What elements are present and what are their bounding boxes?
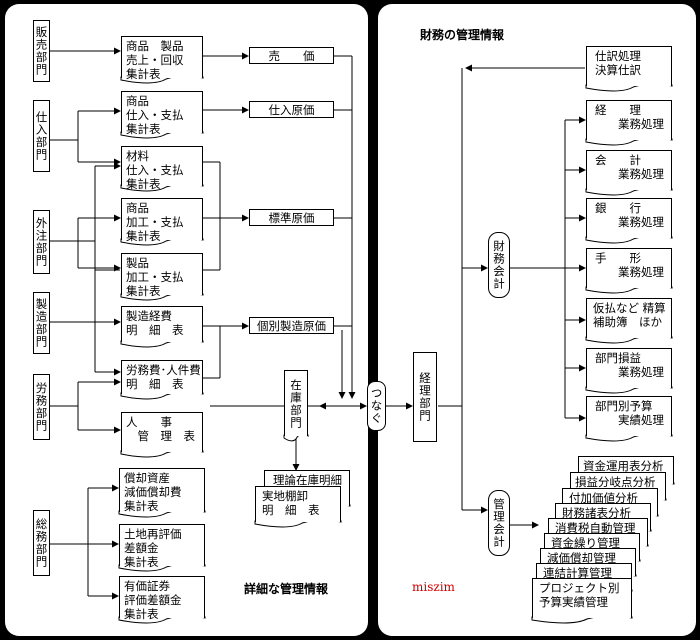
doc-project-budget: プロジェクト別 予算実績管理 <box>532 578 632 618</box>
doc-securities: 有価証券 評価差額金 集計表 <box>119 576 205 621</box>
dept-outsource: 外注部門 <box>33 210 50 274</box>
doc-labor-cost: 労務費･人件費 明 細 表 <box>121 360 203 394</box>
label-purchase-cost: 仕入原価 <box>249 101 334 118</box>
label-sales-price: 売 価 <box>249 47 334 64</box>
doc-material-purchase: 材料 仕入・支払 集計表 <box>121 146 203 191</box>
label-standard-cost: 標準原価 <box>249 209 334 226</box>
doc-dept-profit: 部門損益 業務処理 <box>586 348 672 388</box>
dept-labor: 労務部門 <box>33 374 50 440</box>
dept-manufacturing: 製造部門 <box>33 292 50 354</box>
dept-financial-accounting: 財務会計 <box>488 232 510 298</box>
doc-sales-collection: 商品 製品 売上・回収 集計表 <box>121 36 203 81</box>
doc-dept-budget: 部門別予算 実績処理 <box>586 396 672 436</box>
dept-purchase: 仕入部門 <box>33 100 50 172</box>
doc-journal: 仕訳処理 決算仕訳 <box>586 46 672 86</box>
doc-manufacturing-expense: 製造経費 明 細 表 <box>121 306 203 342</box>
doc-land-revaluation: 土地再評価 差額金 集計表 <box>119 524 205 569</box>
label-individual-cost: 個別製造原価 <box>249 317 334 334</box>
doc-accounting-ops: 経 理 業務処理 <box>586 100 672 140</box>
doc-note-ops: 手 形 業務処理 <box>586 248 672 288</box>
doc-depreciation: 償却資産 減価償却費 集計表 <box>119 468 205 513</box>
left-title: 詳細な管理情報 <box>244 582 329 596</box>
dept-inventory: 在庫部門 <box>284 370 308 436</box>
dept-sales: 販売部門 <box>33 20 50 82</box>
doc-goods-processing: 商品 加工・支払 集計表 <box>121 198 203 243</box>
doc-advance-ledger: 仮払など 精算 補助簿 ほか <box>586 298 672 338</box>
watermark: miszim <box>412 580 455 594</box>
dept-management-accounting: 管理会計 <box>488 490 510 556</box>
doc-bank-ops: 銀 行 業務処理 <box>586 198 672 238</box>
dept-accounting: 経理部門 <box>413 352 437 442</box>
dept-general: 総務部門 <box>33 510 50 576</box>
doc-kaikei-ops: 会 計 業務処理 <box>586 150 672 190</box>
doc-personnel: 人 事 管 理 表 <box>121 412 203 452</box>
connect-node: つなぐ <box>367 381 386 431</box>
doc-product-processing: 製品 加工・支払 集計表 <box>121 253 203 298</box>
right-title: 財務の管理情報 <box>420 28 505 42</box>
doc-goods-purchase: 商品 仕入・支払 集計表 <box>121 91 203 136</box>
doc-physical-inventory: 実地棚卸 明 細 表 <box>255 486 341 522</box>
